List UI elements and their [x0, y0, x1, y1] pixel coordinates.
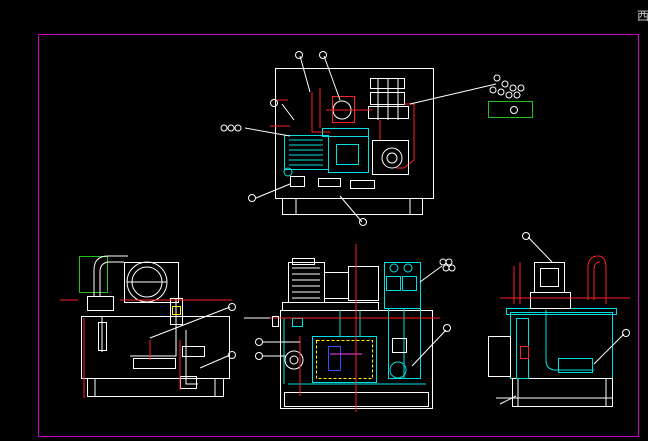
plan-legend-box: [488, 101, 533, 118]
right-internal: [516, 310, 594, 379]
plan-gearbox: [283, 140, 409, 177]
left-leaders: [149, 306, 231, 369]
plan-view: [220, 51, 533, 226]
right-balloon-1: [522, 232, 530, 240]
left-accents: [60, 299, 232, 398]
right-leaders: [499, 236, 625, 405]
corner-label: 西: [637, 9, 648, 23]
front-drain-port: [284, 350, 304, 370]
right-tank-outline: [510, 312, 613, 379]
left-balloon-2: [228, 351, 236, 359]
left-balloon-1: [228, 303, 236, 311]
right-pipes: [500, 255, 630, 304]
plan-outline: [275, 68, 434, 199]
left-side-view: [60, 255, 236, 398]
left-pipework: [87, 255, 128, 352]
right-pump-assembly: [530, 262, 571, 309]
front-cyan-lines: [283, 310, 426, 385]
front-balloons: [255, 258, 456, 360]
front-view: [244, 244, 456, 412]
plan-motor-end-circle: [283, 167, 293, 177]
left-tank-outline: [81, 316, 230, 379]
plan-leaders: [244, 55, 497, 223]
front-inspection-window: [312, 336, 377, 383]
plan-base-rail: [282, 198, 423, 215]
front-sight-glass: [328, 346, 341, 371]
front-top-plate: [282, 302, 379, 311]
right-side-view: [488, 232, 630, 407]
front-valve-column: [384, 262, 421, 379]
plan-valve-stack: [368, 78, 409, 120]
front-red-axes: [270, 244, 440, 412]
left-internal-pipe: [130, 298, 205, 389]
front-filter: [389, 361, 407, 379]
front-leaders: [244, 265, 447, 367]
plan-balloons: [220, 51, 525, 226]
right-side-box: [488, 336, 511, 377]
plan-motor: [284, 128, 369, 173]
right-balloon-2: [622, 329, 630, 337]
left-motor: [124, 261, 179, 303]
front-motor: [288, 262, 379, 303]
